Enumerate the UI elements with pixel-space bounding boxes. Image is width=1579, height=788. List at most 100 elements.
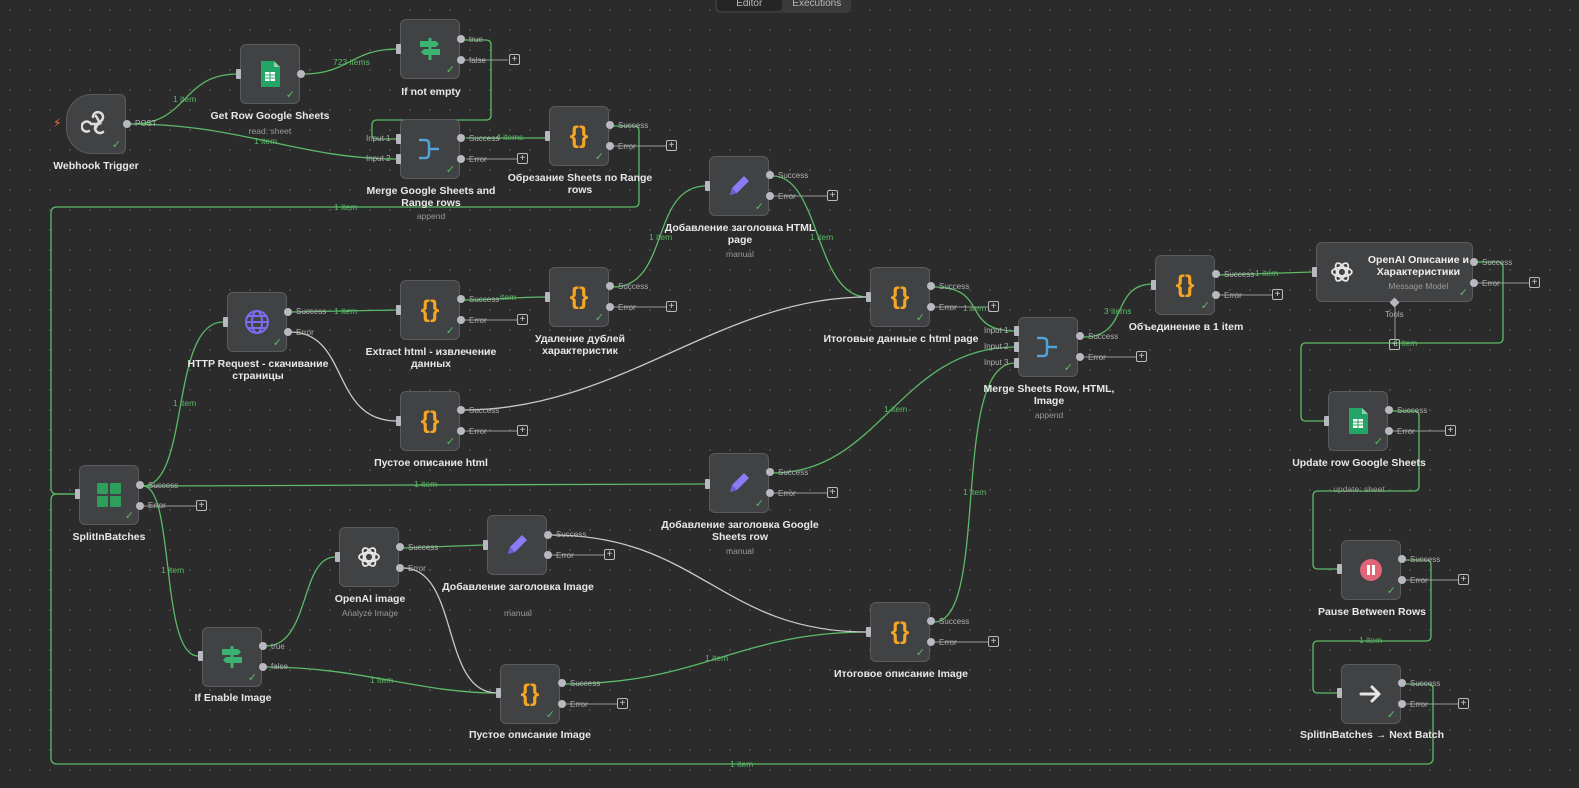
output-port-error[interactable] [766, 489, 774, 497]
output-port-error[interactable] [396, 564, 404, 572]
node-merge-sheets-html-image[interactable]: ✓ [1018, 317, 1078, 377]
edge-update-pause[interactable] [1312, 410, 1420, 570]
add-node-button[interactable]: + [517, 153, 528, 164]
output-port-error[interactable] [136, 502, 144, 510]
edge-dobhtml-itoghtml[interactable] [772, 175, 868, 298]
edge-getrow-if[interactable] [302, 48, 399, 75]
input-port-2[interactable] [1014, 342, 1019, 352]
add-node-button[interactable]: + [1458, 574, 1469, 585]
output-port-success[interactable] [606, 121, 614, 129]
tab-executions[interactable]: Executions [792, 0, 842, 9]
output-port-true[interactable] [259, 642, 267, 650]
output-port-error[interactable] [606, 303, 614, 311]
edge-openaiimg-dobimg[interactable] [402, 544, 485, 549]
add-node-button[interactable]: + [617, 698, 628, 709]
output-port-error[interactable] [606, 142, 614, 150]
edge-next-split[interactable] [50, 493, 1434, 765]
node-obedinenie[interactable]: {} ✓ [1155, 255, 1215, 315]
input-port-3[interactable] [1014, 358, 1019, 368]
input-port[interactable] [236, 69, 241, 79]
input-port[interactable] [198, 651, 203, 661]
node-udalenie-dubley[interactable]: {} ✓ [549, 267, 609, 327]
edge-openaiimg-pustoeimg[interactable] [402, 567, 498, 694]
add-node-button[interactable]: + [1445, 425, 1456, 436]
node-next-batch[interactable]: ✓ [1341, 664, 1401, 724]
input-port[interactable] [866, 627, 871, 637]
node-itogovoe-opisanie-image[interactable]: {} ✓ [870, 602, 930, 662]
output-port-error[interactable] [1398, 576, 1406, 584]
output-port-error[interactable] [457, 316, 465, 324]
output-port-true[interactable] [457, 35, 465, 43]
output-port-success[interactable] [544, 531, 552, 539]
output-port-error[interactable] [1212, 291, 1220, 299]
edge-openai-update[interactable] [1300, 261, 1504, 422]
input-port[interactable] [1337, 688, 1342, 698]
output-port-error[interactable] [457, 155, 465, 163]
add-node-button[interactable]: + [1136, 351, 1147, 362]
output-port-success[interactable] [457, 406, 465, 414]
add-node-button[interactable]: + [988, 301, 999, 312]
node-openai-image[interactable] [339, 527, 399, 587]
output-port-success[interactable] [1470, 258, 1478, 266]
edge-dobgs-merge2[interactable] [772, 346, 1016, 474]
input-port[interactable] [705, 479, 710, 489]
output-port-error[interactable] [927, 303, 935, 311]
output-port-error[interactable] [1470, 279, 1478, 287]
output-port-success[interactable] [766, 171, 774, 179]
node-itogovye-dannye-html[interactable]: {} ✓ [870, 267, 930, 327]
edge-webhook-merge1[interactable] [130, 123, 398, 160]
output-port-error[interactable] [1076, 353, 1084, 361]
add-node-button[interactable]: + [1272, 289, 1283, 300]
add-node-button[interactable]: + [666, 140, 677, 151]
add-node-button[interactable]: + [988, 636, 999, 647]
add-node-button[interactable]: + [509, 54, 520, 65]
node-pustoe-opisanie-image[interactable]: {} ✓ [500, 664, 560, 724]
output-port-false[interactable] [457, 56, 465, 64]
input-port[interactable] [483, 540, 488, 550]
edge-obed-openai[interactable] [1218, 271, 1314, 276]
node-update-row-google-sheets[interactable]: ✓ [1328, 391, 1388, 451]
output-port-false[interactable] [259, 663, 267, 671]
output-port-success[interactable] [558, 679, 566, 687]
edge-split-ifimg[interactable] [142, 485, 199, 657]
edge-extract-udal[interactable] [463, 296, 547, 301]
edge-http-pustoehtml[interactable] [289, 331, 398, 422]
output-port-error[interactable] [457, 427, 465, 435]
input-port[interactable] [705, 181, 710, 191]
add-node-button[interactable]: + [827, 190, 838, 201]
output-port-success[interactable] [927, 282, 935, 290]
edge-itogimg-merge2[interactable] [933, 362, 1016, 623]
output-port-success[interactable] [1398, 555, 1406, 563]
edge-http-extract[interactable] [289, 309, 398, 313]
add-node-button[interactable]: + [827, 487, 838, 498]
input-port[interactable] [545, 292, 550, 302]
output-port-success[interactable] [1076, 332, 1084, 340]
output-port[interactable] [297, 70, 305, 78]
add-tool-button[interactable]: + [1389, 339, 1400, 350]
node-webhook-trigger[interactable]: ✓ [66, 94, 126, 154]
edge-webhook-getrow[interactable] [130, 73, 239, 125]
edge-split-http[interactable] [142, 321, 224, 487]
input-port[interactable] [1312, 267, 1317, 277]
output-port-success[interactable] [1398, 679, 1406, 687]
node-dobavlenie-image[interactable] [487, 515, 547, 575]
output-port-success[interactable] [927, 617, 935, 625]
input-port[interactable] [866, 292, 871, 302]
output-port-success[interactable] [457, 295, 465, 303]
node-obrezanie-sheets[interactable]: {} ✓ [549, 106, 609, 166]
input-port-2[interactable] [396, 154, 401, 164]
output-port-success[interactable] [396, 543, 404, 551]
node-merge-google-sheets-range[interactable]: ✓ [400, 119, 460, 179]
add-node-button[interactable]: + [196, 500, 207, 511]
input-port[interactable] [496, 688, 501, 698]
output-port-error[interactable] [558, 700, 566, 708]
input-port[interactable] [1337, 564, 1342, 574]
node-if-not-empty[interactable]: ✓ [400, 19, 460, 79]
edge-udal-dobhtml[interactable] [612, 185, 707, 288]
edge-ifimg-openaiimg[interactable] [265, 556, 336, 647]
input-port[interactable] [545, 131, 550, 141]
edge-obrez-split[interactable] [50, 125, 640, 495]
edge-pause-next[interactable] [1312, 559, 1432, 694]
node-dobavlenie-html-page[interactable]: ✓ [709, 156, 769, 216]
